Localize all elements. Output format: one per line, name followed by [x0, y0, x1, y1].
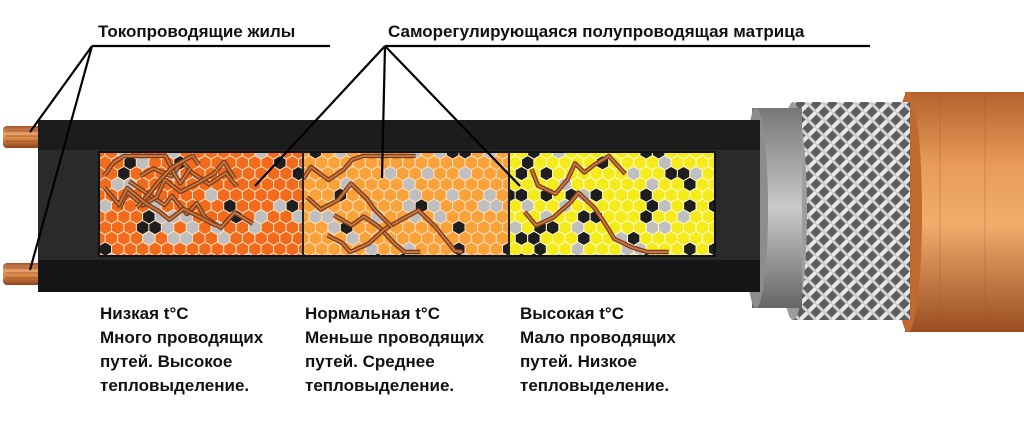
callout-lines-matrix: [254, 44, 870, 187]
conductor-wire-top: [3, 126, 45, 148]
zone-line: Много проводящих: [100, 328, 264, 347]
outer-sheath: [894, 92, 1024, 332]
conductive-path: [327, 209, 463, 253]
conductive-path: [103, 155, 192, 185]
conductive-path: [139, 160, 239, 188]
zone-heading: Высокая t°C: [520, 304, 624, 323]
zone-line: Мало проводящих: [520, 328, 676, 347]
zone-line: путей. Низкое: [520, 352, 637, 371]
zone-caption-normal: Нормальная t°C Меньше проводящих путей. …: [305, 302, 515, 398]
zone-caption-high: Высокая t°C Мало проводящих путей. Низко…: [520, 302, 730, 398]
conductive-path: [333, 214, 421, 253]
callout-lines-conductors: [28, 44, 330, 271]
conductive-path: [530, 155, 627, 195]
conductive-path: [523, 191, 669, 253]
zone-line: Меньше проводящих: [305, 328, 485, 347]
matrix-zone-high-temp: [509, 152, 715, 256]
zone-line: тепловыделение.: [305, 376, 455, 395]
conductive-path: [135, 155, 200, 209]
zone-caption-low: Низкая t°C Много проводящих путей. Высок…: [100, 302, 310, 398]
conductive-path: [118, 160, 236, 210]
matrix-zone-low-temp: [99, 152, 303, 256]
zone-line: путей. Высокое: [100, 352, 233, 371]
matrix-zone-normal-temp: [303, 152, 509, 256]
zone-line: путей. Среднее: [305, 352, 435, 371]
zone-heading: Низкая t°C: [100, 304, 189, 323]
zone-line: тепловыделение.: [100, 376, 250, 395]
conductive-path: [303, 155, 416, 181]
conductor-wire-bottom: [3, 263, 45, 285]
conductive-path: [306, 182, 393, 228]
zone-line: тепловыделение.: [520, 376, 670, 395]
conductors-callout-label: Токопроводящие жилы: [98, 22, 296, 41]
conductive-path: [103, 186, 217, 227]
zone-heading: Нормальная t°C: [305, 304, 440, 323]
matrix-callout-label: Саморегулирующаяся полупроводящая матриц…: [388, 22, 805, 41]
